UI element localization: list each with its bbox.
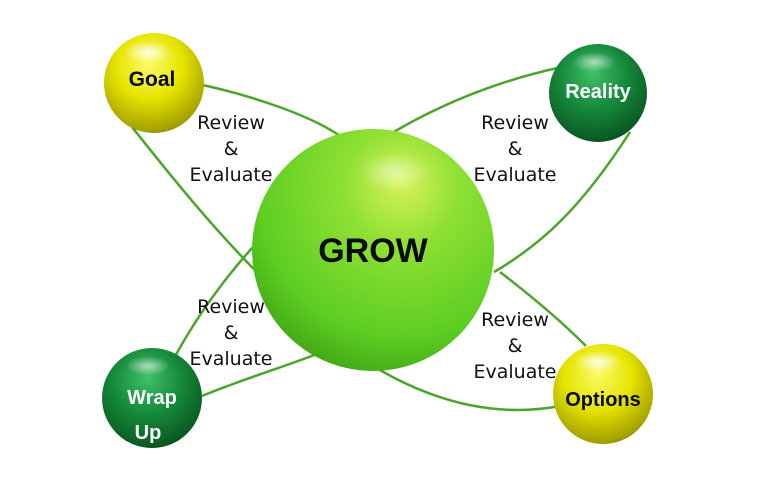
center-sphere-highlight	[359, 152, 431, 192]
reality-sphere-highlight	[572, 52, 616, 72]
connector-reality-to-center	[493, 131, 632, 274]
center-label: GROW	[318, 232, 428, 270]
node-wrap-up: Wrap Up	[102, 348, 202, 448]
review-text-line: Review	[481, 309, 549, 331]
connector-goal-to-center	[197, 82, 341, 138]
goal-sphere-highlight	[124, 41, 172, 63]
wrap-up-sphere	[102, 348, 202, 448]
reality-label: Reality	[565, 81, 631, 103]
goal-label: Goal	[129, 68, 176, 91]
options-sphere-highlight	[574, 351, 622, 373]
review-text-line: &	[224, 138, 239, 160]
review-label-bottom-right: Review & Evaluate	[474, 309, 557, 383]
wrap-up-sphere-highlight	[126, 356, 170, 376]
wrap-up-label-line-1: Wrap	[127, 387, 177, 409]
review-text-line: Evaluate	[474, 361, 557, 383]
node-reality: Reality	[549, 44, 647, 142]
review-text-line: Evaluate	[474, 164, 557, 186]
review-text-line: &	[508, 335, 523, 357]
options-sphere	[553, 344, 653, 444]
review-text-line: Review	[481, 112, 549, 134]
connector-wrap-up-to-center	[201, 350, 323, 398]
grow-center-node: GROW	[252, 129, 494, 371]
review-text-line: Evaluate	[190, 164, 273, 186]
review-text-line: Evaluate	[190, 348, 273, 370]
center-sphere	[252, 129, 494, 371]
review-text-line: Review	[197, 296, 265, 318]
reality-sphere	[549, 44, 647, 142]
review-text-line: &	[508, 138, 523, 160]
node-options: Options	[553, 344, 653, 444]
options-label: Options	[565, 389, 641, 411]
node-goal: Goal	[104, 33, 204, 133]
wrap-up-label-line-2: Up	[135, 422, 162, 444]
review-text-line: &	[224, 322, 239, 344]
review-label-top-left: Review & Evaluate	[190, 112, 273, 186]
review-label-top-right: Review & Evaluate	[474, 112, 557, 186]
connector-options-to-center	[499, 271, 587, 347]
review-text-line: Review	[197, 112, 265, 134]
review-label-bottom-left: Review & Evaluate	[190, 296, 273, 370]
